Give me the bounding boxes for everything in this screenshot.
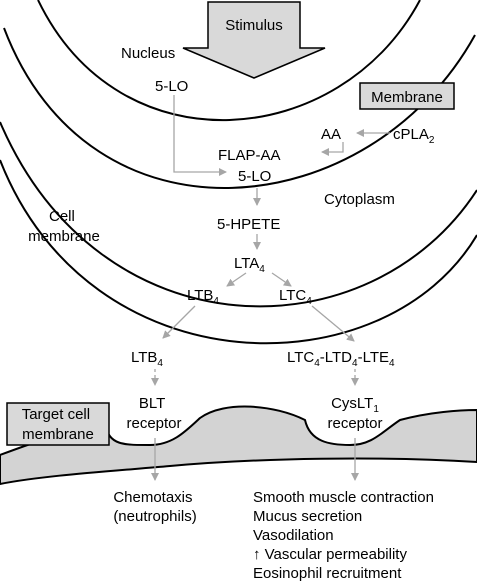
- five-hpete-label: 5-HPETE: [217, 216, 280, 233]
- ltb4-inner-label: LTB4: [187, 287, 219, 307]
- cell-membrane-label: Cell membrane: [28, 208, 100, 245]
- cell-membrane-outer: [0, 159, 477, 345]
- ltb4-outer-label: LTB4: [131, 349, 163, 369]
- arrow-aa-to-flap: [321, 142, 344, 156]
- five-lo-label: 5-LO: [238, 168, 271, 185]
- arrow-ltc4-outward: [311, 305, 355, 342]
- cyslt1-receptor-label-2: receptor: [327, 415, 382, 432]
- cytoplasm-label: Cytoplasm: [324, 191, 395, 208]
- stimulus-arrow: [182, 1, 326, 79]
- target-cell-membrane-label: Target cell membrane: [22, 406, 95, 443]
- arrow-lta4-to-ltb4: [226, 272, 247, 287]
- target-cell-membrane-box: [6, 402, 110, 446]
- cyslt-effects-list: Smooth muscle contraction Mucus secretio…: [253, 489, 438, 582]
- cysteinyl-leukotrienes-label: LTC4-LTD4-LTE4: [287, 349, 395, 369]
- arrow-ltb4-outward: [162, 305, 196, 339]
- five-lo-nucleus-label: 5-LO: [155, 78, 188, 95]
- cpla2-label: cPLA2: [393, 126, 435, 146]
- blt-effects-list: Chemotaxis (neutrophils): [113, 489, 196, 525]
- target-cell-body: [0, 405, 477, 486]
- arrow-lta4-to-ltc4: [271, 272, 292, 287]
- cyslt1-receptor-label: CysLT1: [331, 395, 379, 415]
- cell-membrane-inner: [0, 121, 477, 308]
- membrane-box: [359, 82, 455, 110]
- arrow-5lo-to-cytoplasm: [173, 95, 227, 176]
- aa-label: AA: [321, 126, 341, 143]
- blt-receptor-label: BLT receptor: [126, 395, 181, 432]
- membrane-label: Membrane: [371, 89, 443, 106]
- stimulus-label: Stimulus: [225, 17, 283, 34]
- ltc4-inner-label: LTC4: [279, 287, 312, 307]
- lta4-label: LTA4: [234, 255, 265, 275]
- nuclear-membrane-inner: [37, 0, 421, 122]
- flap-aa-label: FLAP-AA: [218, 147, 281, 164]
- nucleus-label: Nucleus: [121, 45, 175, 62]
